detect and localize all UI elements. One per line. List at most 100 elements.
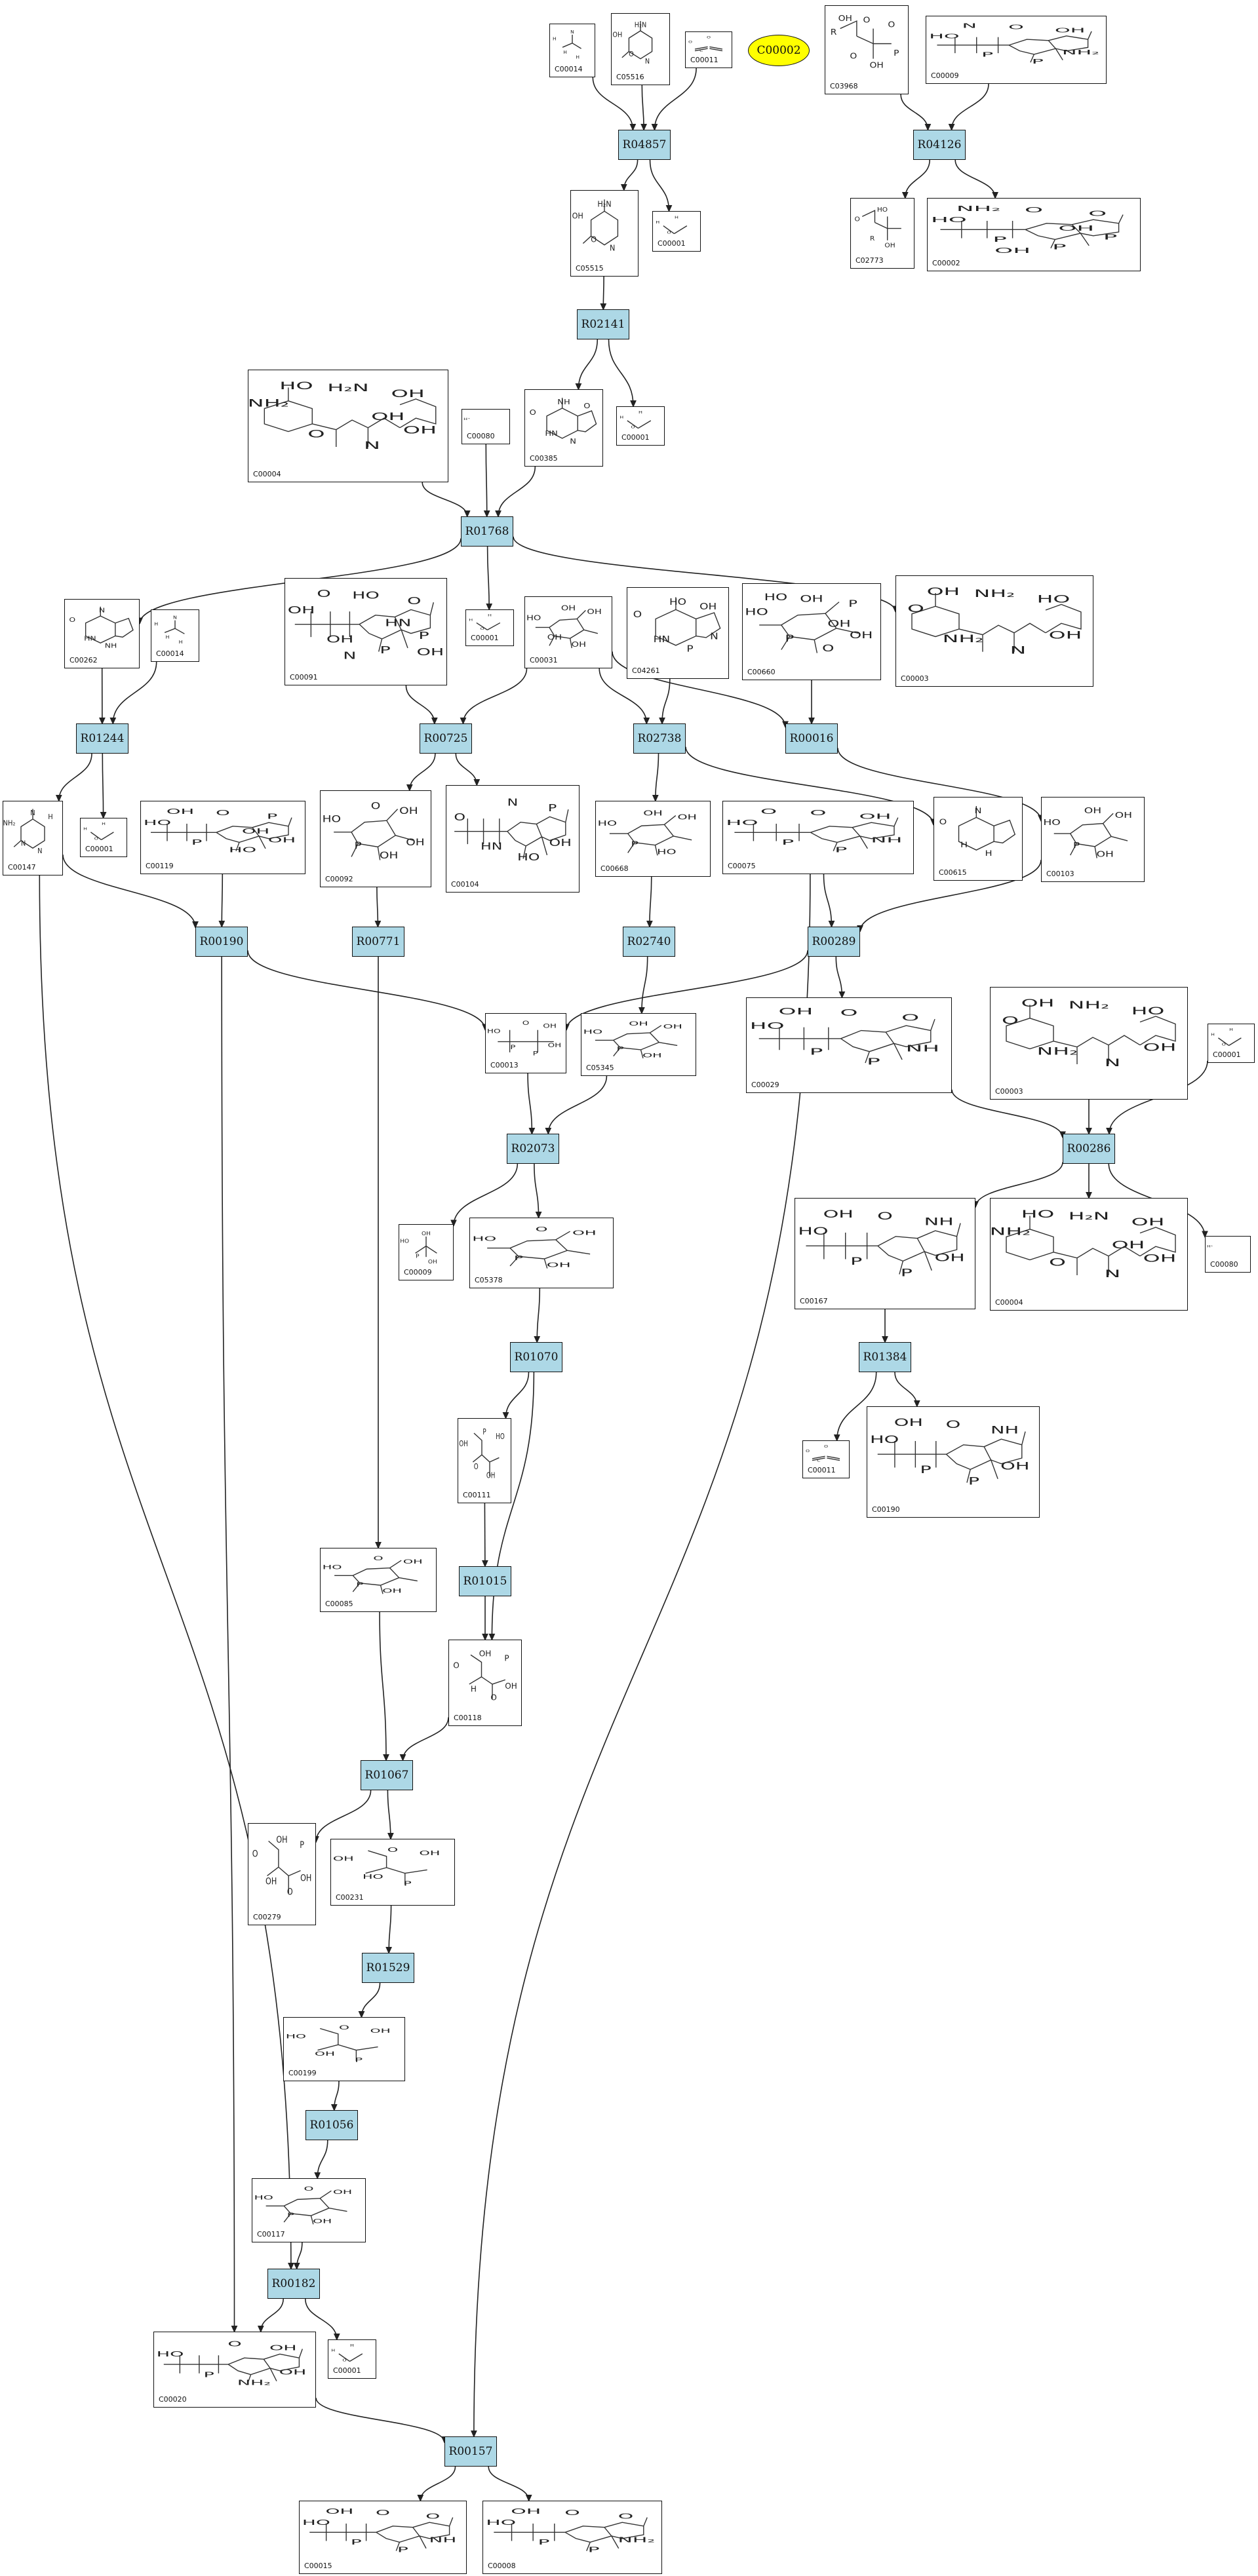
reaction-r02141[interactable]: R02141 (577, 309, 629, 339)
reaction-r02738[interactable]: R02738 (633, 723, 686, 754)
reaction-r02073[interactable]: R02073 (507, 1134, 559, 1164)
atom-label: P (810, 1047, 823, 1058)
edge-c3-r04126 (900, 94, 928, 130)
atom-label: OH (572, 1229, 597, 1237)
reaction-r01244[interactable]: R01244 (76, 723, 128, 754)
atom-label: O (453, 1661, 460, 1670)
atom-label: HO (1037, 593, 1071, 605)
reaction-r00157[interactable]: R00157 (444, 2436, 497, 2467)
reaction-r01529[interactable]: R01529 (362, 1953, 414, 1983)
reaction-r00725[interactable]: R00725 (420, 723, 472, 754)
atom-label: H₂N (1069, 1210, 1110, 1223)
edge-c30-r01070 (537, 1288, 540, 1342)
atom-label: HO (487, 1028, 501, 1035)
reaction-r01015[interactable]: R01015 (459, 1566, 511, 1596)
reaction-r00289[interactable]: R00289 (808, 927, 860, 957)
atom-label: O (688, 40, 692, 44)
atom-label: OH (1055, 27, 1085, 34)
reaction-r00182[interactable]: R00182 (267, 2269, 320, 2299)
reaction-r00016[interactable]: R00016 (785, 723, 838, 754)
atom-label: HO (157, 2350, 184, 2358)
reaction-r00286[interactable]: R00286 (1063, 1134, 1115, 1164)
atom-label: P (616, 1045, 624, 1052)
compound-id-label: C00615 (939, 868, 967, 877)
atom-label: HO (352, 590, 380, 601)
atom-label: HO (1043, 817, 1060, 827)
reaction-r00771[interactable]: R00771 (352, 927, 404, 957)
compound-c00080[interactable]: H⁺C00080 (1205, 1236, 1251, 1273)
edge-r01070-c32 (506, 1372, 530, 1418)
reaction-r01067[interactable]: R01067 (361, 1760, 413, 1790)
compound-id-label: C00001 (1213, 1050, 1241, 1059)
reaction-r02740[interactable]: R02740 (623, 927, 675, 957)
compound-c00080[interactable]: H⁺C00080 (462, 409, 510, 444)
reaction-r04126[interactable]: R04126 (913, 130, 966, 160)
reaction-r01384[interactable]: R01384 (859, 1342, 911, 1372)
atom-label: P (1073, 841, 1080, 851)
atom-label: HO (286, 2033, 306, 2040)
atom-label: NH (105, 642, 117, 649)
reaction-r01056[interactable]: R01056 (305, 2110, 358, 2140)
reaction-r01070[interactable]: R01070 (510, 1342, 562, 1372)
reaction-r00190[interactable]: R00190 (195, 927, 248, 957)
reaction-r04857[interactable]: R04857 (618, 130, 671, 160)
reaction-r01768[interactable]: R01768 (461, 516, 513, 547)
target-compound-c00002[interactable]: C00002 (748, 35, 810, 66)
compound-id-label: C00001 (621, 433, 650, 442)
atom-label: OH (547, 633, 562, 641)
